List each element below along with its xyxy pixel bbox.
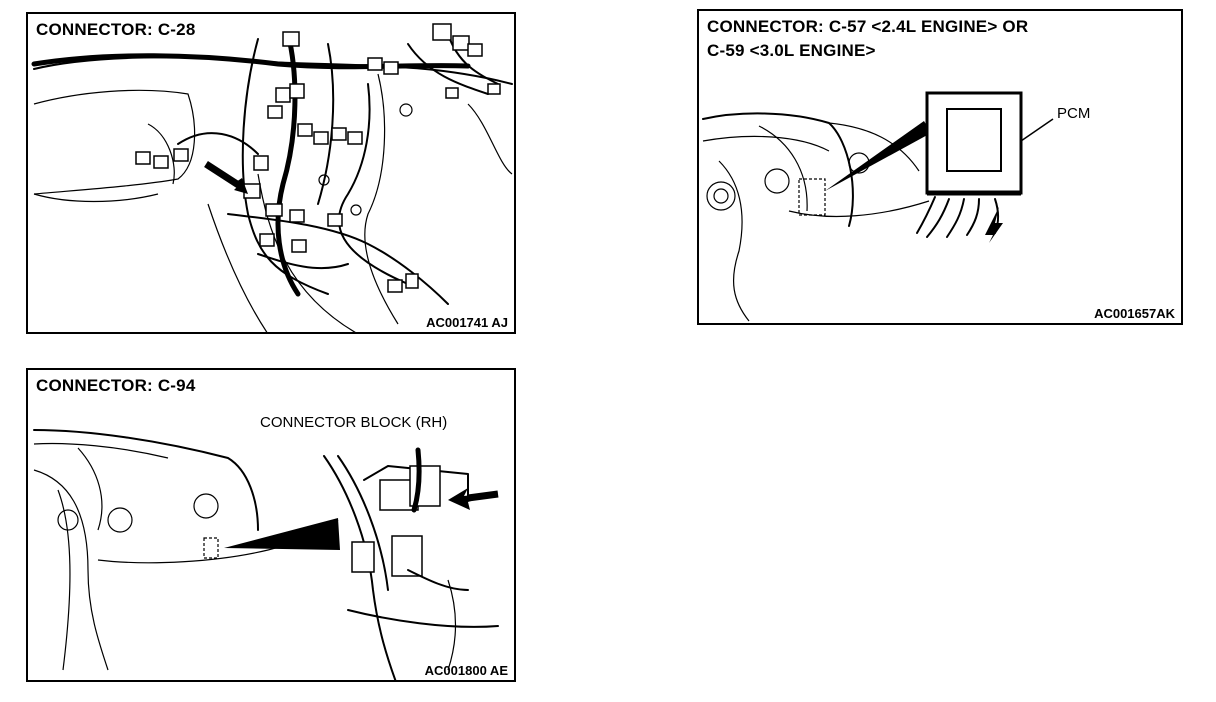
pcm-title: CONNECTOR: C-57 <2.4L ENGINE> OR C-59 <3… [707, 15, 1028, 63]
c28-title: CONNECTOR: C-28 [36, 20, 196, 39]
c94-illustration [33, 429, 499, 680]
pointer-arrow [985, 207, 1003, 243]
connector-c57-c59-panel: CONNECTOR: C-57 <2.4L ENGINE> OR C-59 <3… [697, 9, 1183, 325]
c94-figure-code: AC001800 AE [424, 663, 508, 678]
pcm-figure-code: AC001657AK [1094, 306, 1175, 321]
pcm-illustration [702, 91, 1054, 322]
pcm-label: PCM [1057, 105, 1091, 122]
connector-c94-panel: CONNECTOR: C-94 CONNECTOR BLOCK (RH) AC0… [26, 368, 516, 682]
c28-illustration [31, 23, 513, 332]
connector-c28-panel: CONNECTOR: C-28 AC001741 AJ [26, 12, 516, 334]
pcm-title-line1: CONNECTOR: C-57 <2.4L ENGINE> OR [707, 17, 1029, 36]
c94-title: CONNECTOR: C-94 [36, 376, 196, 395]
pcm-title-line2: C-59 <3.0L ENGINE> [707, 41, 876, 60]
c28-figure-code: AC001741 AJ [426, 315, 508, 330]
connector-block-label: CONNECTOR BLOCK (RH) [260, 414, 448, 431]
